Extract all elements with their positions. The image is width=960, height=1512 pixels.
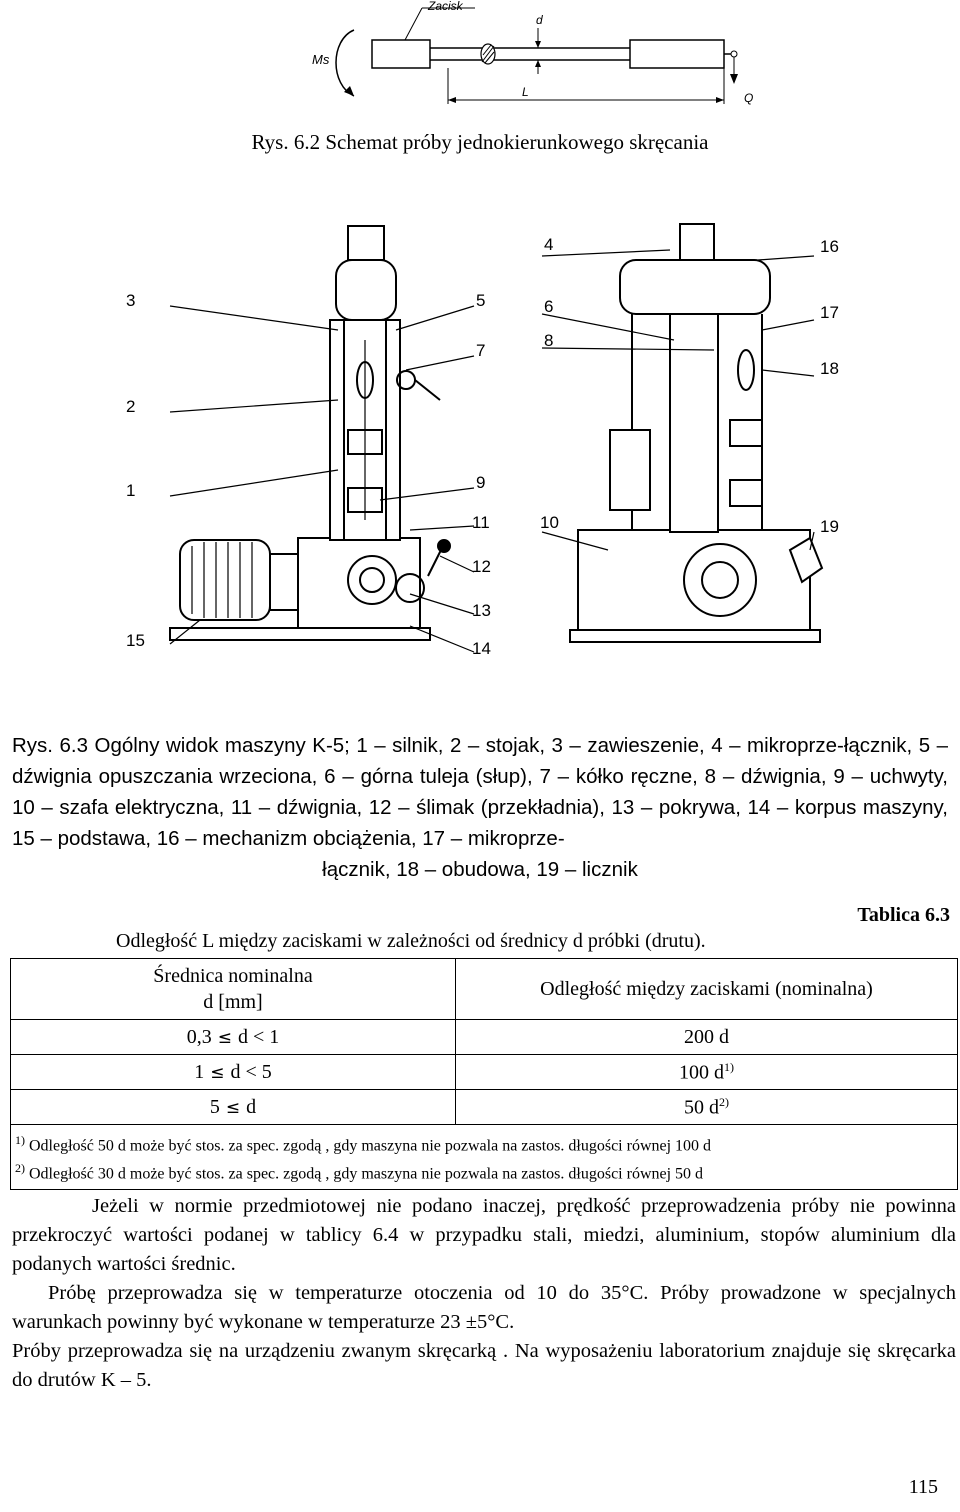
callout-15: 15 xyxy=(126,631,145,650)
drive-wheel xyxy=(683,543,757,617)
callout-9: 9 xyxy=(476,473,485,492)
electrical-cabinet xyxy=(577,529,811,641)
page-number: 115 xyxy=(908,1476,938,1498)
header-distance: Odległość między zaciskami (nominalna) xyxy=(455,958,958,1020)
footnote-1: 1) Odległość 50 d może być stos. za spec… xyxy=(15,1133,712,1155)
torsion-machine-drawing: 3 2 1 15 5 7 9 11 12 13 14 4 6 8 10 16 1… xyxy=(126,223,839,658)
figure-6-2-caption: Rys. 6.2 Schemat próby jednokierunkowego… xyxy=(251,130,709,154)
header-diameter: Średnica nominalna d [mm] xyxy=(10,958,456,1020)
left-grip xyxy=(371,39,431,69)
callout-18: 18 xyxy=(820,359,839,378)
callout-3: 3 xyxy=(126,291,135,310)
gearbox-wheel xyxy=(347,555,397,605)
moment-arrow xyxy=(335,29,355,97)
callout-6: 6 xyxy=(544,297,553,316)
table-footnotes: 1) Odległość 50 d może być stos. za spec… xyxy=(10,1124,958,1190)
callout-10: 10 xyxy=(540,513,559,532)
table-row: 0,3≤d < 1 200 d xyxy=(10,1019,958,1055)
callout-14: 14 xyxy=(472,639,491,658)
footnote-2: 2) Odległość 30 d może być stos. za spec… xyxy=(15,1161,704,1183)
callout-13: 13 xyxy=(472,601,491,620)
caption-text: Rys. 6.3 Ogólny widok maszyny K-5; 1 – s… xyxy=(12,734,948,850)
torsion-test-schematic: Ms Zacisk d L Q xyxy=(312,0,753,105)
callout-16: 16 xyxy=(820,237,839,256)
table-row: 5≤d 50 d2) xyxy=(10,1089,958,1125)
callout-2: 2 xyxy=(126,397,135,416)
clamp-label: Zacisk xyxy=(427,0,464,13)
paragraph-2: Próbę przeprowadza się w temperaturze ot… xyxy=(12,1282,956,1333)
callout-1: 1 xyxy=(126,481,135,500)
length-label: L xyxy=(522,85,529,99)
diameter-cell: 0,3≤d < 1 xyxy=(10,1019,456,1055)
callout-5: 5 xyxy=(476,291,485,310)
moment-label: Ms xyxy=(312,52,330,67)
table-row: 1≤d < 5 100 d1) xyxy=(10,1054,958,1090)
callout-12: 12 xyxy=(472,557,491,576)
machine-base xyxy=(169,627,431,641)
callout-17: 17 xyxy=(820,303,839,322)
callout-8: 8 xyxy=(544,331,553,350)
diameter-label: d xyxy=(536,13,543,27)
table-number: Tablica 6.3 xyxy=(857,904,950,926)
body-text: Jeżeli w normie przedmiotowej nie podano… xyxy=(12,1192,956,1395)
distance-cell: 200 d xyxy=(455,1019,958,1055)
motor-body xyxy=(179,539,271,621)
table-caption: Odległość L między zaciskami w zależnośc… xyxy=(116,930,706,952)
table-header-row: Średnica nominalna d [mm] Odległość międ… xyxy=(10,958,958,1020)
table-footnotes-row: 1) Odległość 50 d może być stos. za spec… xyxy=(10,1124,958,1190)
paragraph-1: Jeżeli w normie przedmiotowej nie podano… xyxy=(12,1195,956,1275)
distance-cell: 50 d2) xyxy=(455,1089,958,1125)
diameter-cell: 5≤d xyxy=(10,1089,456,1125)
callout-11: 11 xyxy=(472,513,490,532)
callout-7: 7 xyxy=(476,341,485,360)
callout-4: 4 xyxy=(544,235,553,254)
caption-last-line: łącznik, 18 – obudowa, 19 – licznik xyxy=(322,858,638,881)
figure-6-3-caption: Rys. 6.3 Ogólny widok maszyny K-5; 1 – s… xyxy=(12,730,948,885)
distance-cell: 100 d1) xyxy=(455,1054,958,1090)
load-label: Q xyxy=(744,91,753,105)
right-grip xyxy=(629,39,725,69)
clamp-distance-table: Średnica nominalna d [mm] Odległość międ… xyxy=(10,958,958,1190)
paragraph-3: Próby przeprowadza się na urządzeniu zwa… xyxy=(12,1340,956,1391)
callout-19: 19 xyxy=(820,517,839,536)
diameter-cell: 1≤d < 5 xyxy=(10,1054,456,1090)
